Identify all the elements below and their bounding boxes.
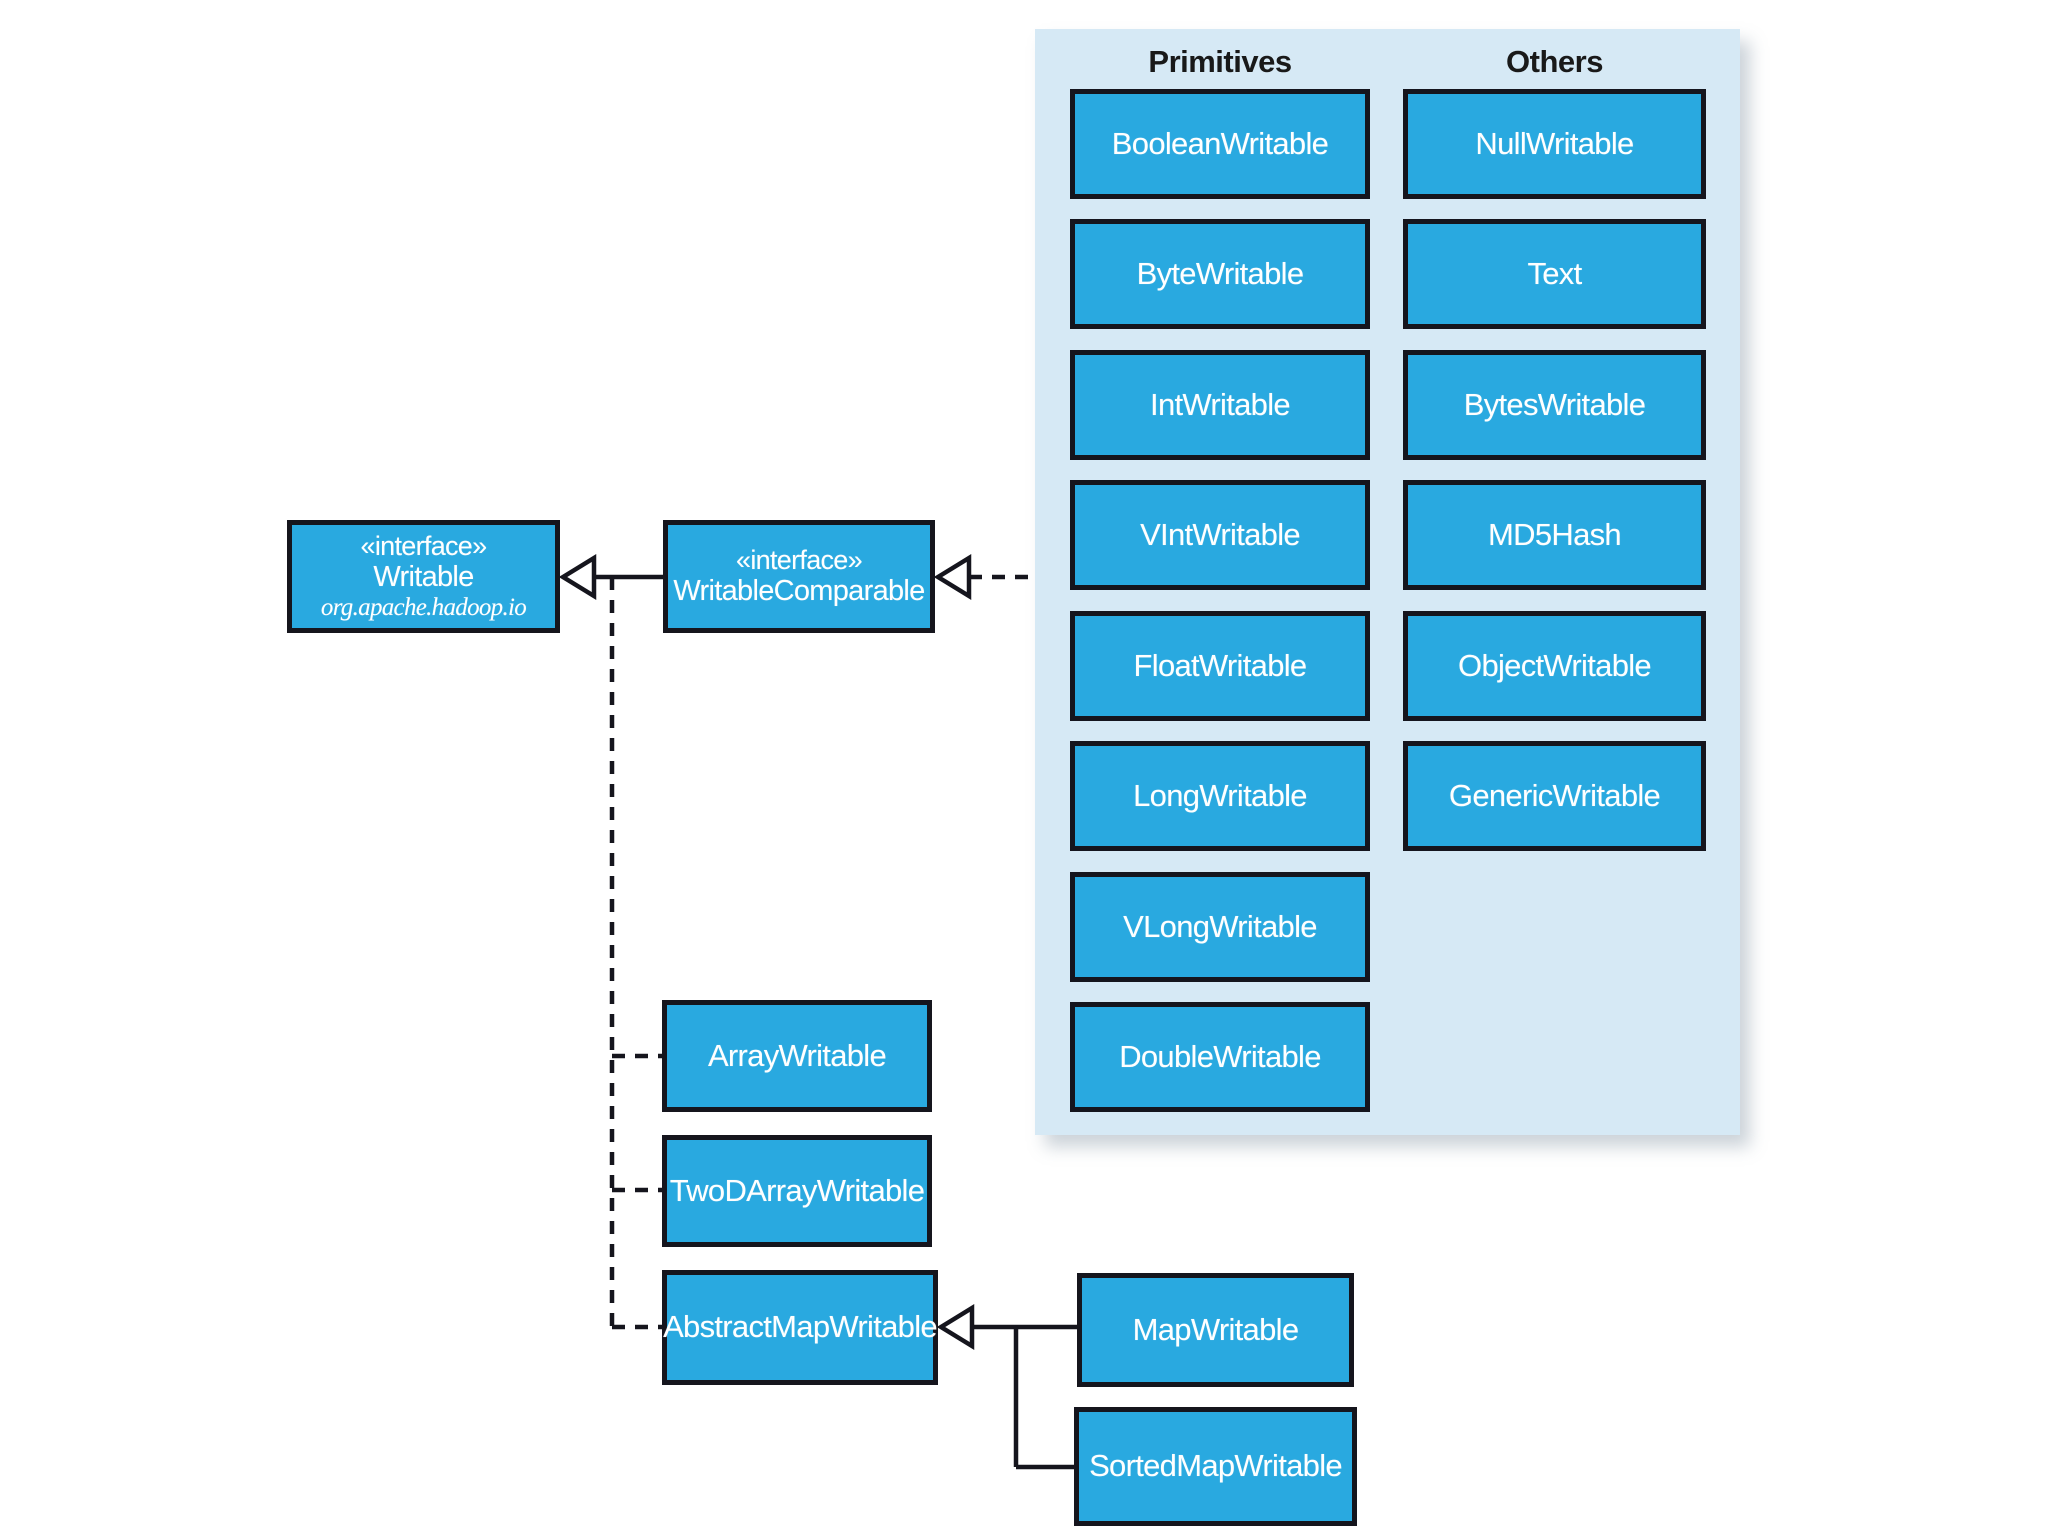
- class-name: LongWritable: [1133, 777, 1307, 813]
- interface-name: WritableComparable: [673, 575, 925, 608]
- class-box-mapwritable: MapWritable: [1077, 1273, 1354, 1387]
- class-name: BytesWritable: [1463, 386, 1646, 422]
- class-box-vintwritable: VIntWritable: [1070, 480, 1370, 590]
- class-box-doublewritable: DoubleWritable: [1070, 1002, 1370, 1112]
- interface-name: Writable: [373, 561, 474, 594]
- class-name: MD5Hash: [1488, 516, 1622, 552]
- class-box-booleanwritable: BooleanWritable: [1070, 89, 1370, 199]
- class-name: Text: [1527, 255, 1582, 291]
- class-box-nullwritable: NullWritable: [1403, 89, 1706, 199]
- class-box-arraywritable: ArrayWritable: [662, 1000, 932, 1112]
- class-box-genericwritable: GenericWritable: [1403, 741, 1706, 851]
- class-box-twodarraywritable: TwoDArrayWritable: [662, 1135, 932, 1247]
- class-box-objectwritable: ObjectWritable: [1403, 611, 1706, 721]
- class-box-vlongwritable: VLongWritable: [1070, 872, 1370, 982]
- class-box-bytewritable: ByteWritable: [1070, 219, 1370, 329]
- class-box-floatwritable: FloatWritable: [1070, 611, 1370, 721]
- class-box-sortedmapwritable: SortedMapWritable: [1074, 1407, 1357, 1526]
- class-name: SortedMapWritable: [1089, 1448, 1343, 1484]
- class-name: DoubleWritable: [1119, 1038, 1321, 1074]
- hollow-triangle-arrow-icon: [936, 1303, 975, 1351]
- class-box-byteswritable: BytesWritable: [1403, 350, 1706, 460]
- hollow-triangle-arrow-icon: [558, 553, 597, 601]
- class-box-longwritable: LongWritable: [1070, 741, 1370, 851]
- primitives-column-header: Primitives: [1148, 44, 1292, 79]
- interface-box-writable: «interface» Writable org.apache.hadoop.i…: [287, 520, 560, 633]
- others-column-header: Others: [1506, 44, 1603, 79]
- class-name: VLongWritable: [1123, 908, 1317, 944]
- class-box-abstractmapwritable: AbstractMapWritable: [662, 1270, 938, 1385]
- class-box-intwritable: IntWritable: [1070, 350, 1370, 460]
- class-name: MapWritable: [1132, 1311, 1299, 1347]
- class-name: BooleanWritable: [1111, 125, 1329, 161]
- class-name: FloatWritable: [1133, 647, 1308, 683]
- interface-box-writablecomparable: «interface» WritableComparable: [663, 520, 935, 633]
- class-name: ByteWritable: [1136, 255, 1304, 291]
- stereotype-label: «interface»: [736, 545, 863, 576]
- class-name: AbstractMapWritable: [663, 1309, 938, 1345]
- class-name: ObjectWritable: [1458, 647, 1652, 683]
- class-name: TwoDArrayWritable: [669, 1172, 925, 1208]
- class-name: VIntWritable: [1140, 516, 1301, 552]
- class-name: GenericWritable: [1448, 777, 1661, 813]
- class-name: NullWritable: [1475, 125, 1634, 161]
- class-box-md5hash: MD5Hash: [1403, 480, 1706, 590]
- class-name: ArrayWritable: [707, 1037, 887, 1073]
- class-box-text: Text: [1403, 219, 1706, 329]
- package-name: org.apache.hadoop.io: [320, 593, 527, 621]
- stereotype-label: «interface»: [360, 531, 488, 562]
- class-name: IntWritable: [1150, 386, 1291, 422]
- hollow-triangle-arrow-icon: [933, 553, 972, 601]
